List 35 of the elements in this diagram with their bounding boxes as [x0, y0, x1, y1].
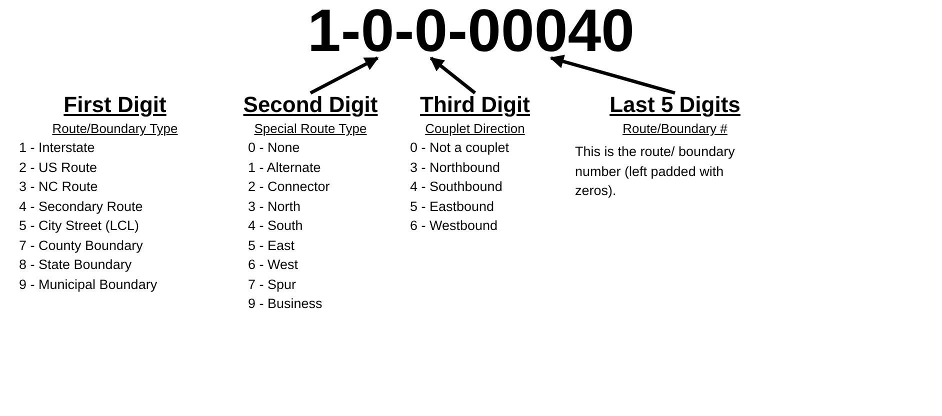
column-subheading: Couplet Direction	[424, 121, 526, 136]
list-item: 4 - Southbound	[410, 178, 504, 196]
list-item: 8 - State Boundary	[19, 256, 133, 274]
column-heading: Last 5 Digits	[608, 92, 742, 118]
list-item: 4 - Secondary Route	[19, 198, 144, 216]
list-item: 6 - West	[248, 256, 300, 274]
list-item: 3 - North	[248, 198, 302, 216]
list-item: 5 - City Street (LCL)	[19, 217, 140, 235]
list-item: 7 - Spur	[248, 276, 298, 294]
description-text: This is the route/ boundary number (left padded with zeros).	[575, 143, 735, 200]
column-subheading: Route/Boundary Type	[51, 121, 179, 136]
code-title: 1-0-0-00040	[308, 0, 634, 63]
column-subheading: Special Route Type	[253, 121, 368, 136]
list-item: 2 - US Route	[19, 158, 98, 176]
list-item: 1 - Alternate	[248, 158, 322, 176]
list-item: 5 - East	[248, 236, 296, 254]
column-heading: Third Digit	[419, 92, 531, 118]
list-item: 9 - Business	[248, 295, 324, 313]
arrow	[550, 54, 676, 95]
list-item: 3 - NC Route	[19, 178, 99, 196]
column-subheading: Route/Boundary #	[622, 121, 728, 136]
list-item: 0 - Not a couplet	[410, 139, 510, 157]
list-item: 9 - Municipal Boundary	[19, 276, 158, 294]
arrow	[310, 56, 379, 95]
list-item: 6 - Westbound	[410, 217, 499, 235]
list-item: 5 - Eastbound	[410, 198, 496, 216]
list-item: 3 - Northbound	[410, 158, 502, 176]
column-heading: First Digit	[62, 92, 168, 118]
list-item: 4 - South	[248, 217, 304, 235]
arrow	[430, 56, 476, 94]
list-item: 1 - Interstate	[19, 139, 96, 157]
column-heading: Second Digit	[242, 92, 379, 118]
list-item: 0 - None	[248, 139, 301, 157]
list-item: 2 - Connector	[248, 178, 331, 196]
list-item: 7 - County Boundary	[19, 236, 144, 255]
